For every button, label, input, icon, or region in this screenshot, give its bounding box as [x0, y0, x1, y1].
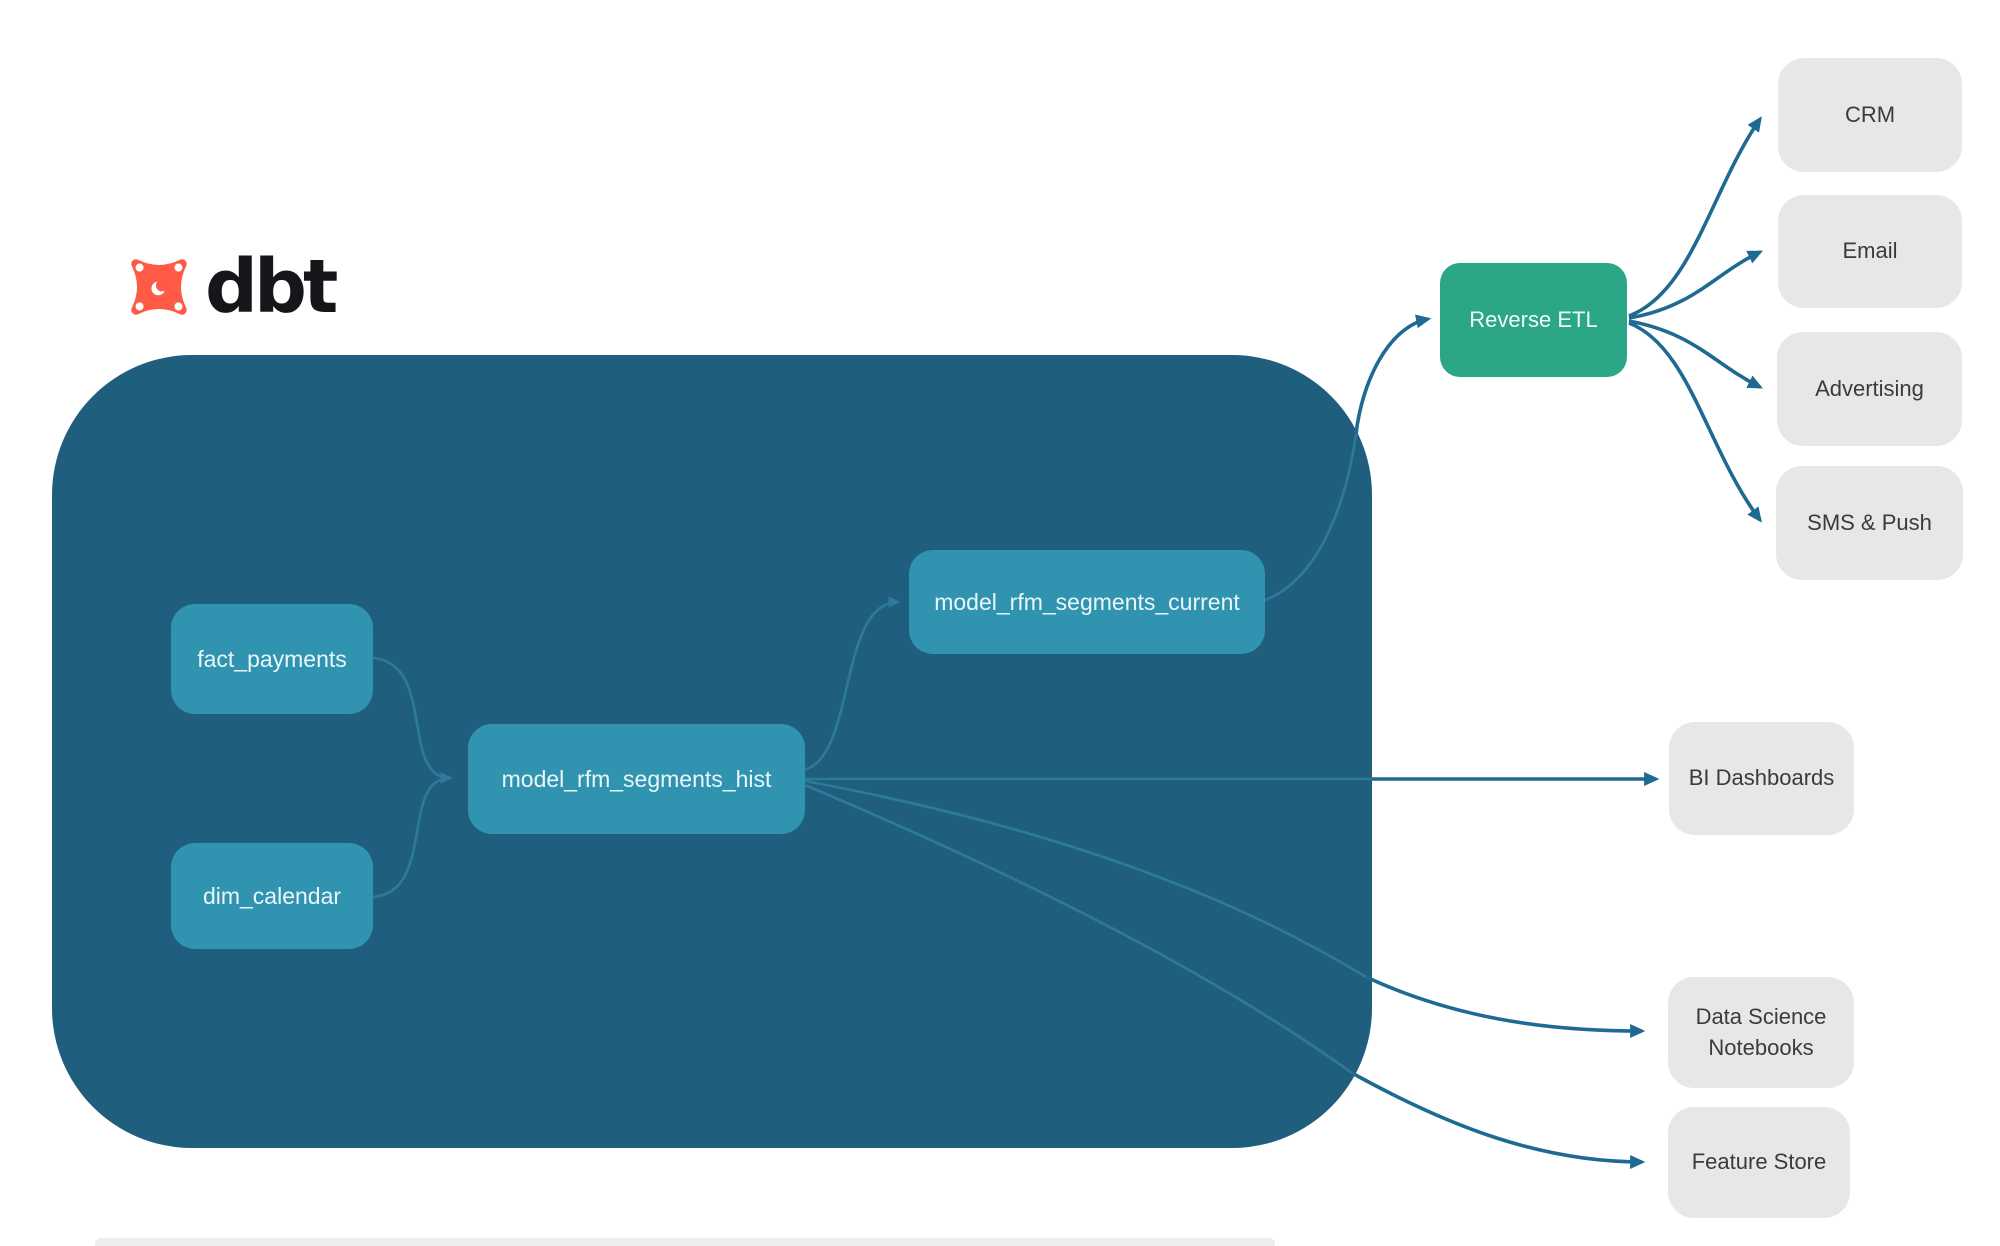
node-bi-dashboards: BI Dashboards: [1669, 722, 1854, 835]
node-feature-store: Feature Store: [1668, 1107, 1850, 1218]
logo-dot-bottom-right: [174, 302, 183, 311]
edge-reverse-etl-to-email: [1628, 250, 1764, 320]
node-data-science-notebooks-label: Data Science Notebooks: [1695, 1003, 1827, 1060]
node-data-science-notebooks: Data Science Notebooks: [1668, 977, 1854, 1088]
node-bi-dashboards-label: BI Dashboards: [1688, 765, 1835, 791]
node-crm-label: CRM: [1844, 101, 1896, 127]
logo-dot-top-right: [174, 263, 183, 272]
node-fact-payments-label: fact_payments: [197, 645, 347, 672]
node-email: Email: [1778, 195, 1962, 308]
edge-boundary-to-reverse-etl: [1354, 314, 1432, 435]
node-sms-push-label: SMS & Push: [1807, 509, 1932, 535]
node-model-rfm-segments-hist: model_rfm_segments_hist: [468, 724, 805, 834]
node-email-label: Email: [1842, 238, 1898, 264]
dbt-wordmark: dbt: [205, 244, 338, 330]
node-fact-payments: fact_payments: [171, 604, 373, 714]
node-sms-push: SMS & Push: [1776, 466, 1963, 580]
logo-dot-bottom-left: [135, 302, 144, 311]
node-model-rfm-segments-hist-label: model_rfm_segments_hist: [501, 765, 772, 792]
node-model-rfm-segments-current: model_rfm_segments_current: [909, 550, 1265, 654]
node-advertising: Advertising: [1777, 332, 1962, 446]
logo-center-moon-cut: [155, 279, 168, 292]
edge-reverse-etl-to-crm: [1628, 116, 1762, 318]
edge-reverse-etl-to-advertising: [1628, 319, 1763, 389]
node-advertising-label: Advertising: [1815, 375, 1924, 401]
node-model-rfm-segments-current-label: model_rfm_segments_current: [934, 588, 1240, 615]
node-reverse-etl: Reverse ETL: [1440, 263, 1627, 377]
node-dim-calendar: dim_calendar: [171, 843, 373, 949]
edge-boundary-to-data-science: [1365, 975, 1646, 1038]
node-feature-store-label: Feature Store: [1691, 1149, 1827, 1175]
node-crm: CRM: [1778, 58, 1962, 172]
edge-reverse-etl-to-sms-push: [1628, 321, 1762, 523]
node-dim-calendar-label: dim_calendar: [202, 882, 342, 909]
dbt-logo-icon: [131, 259, 187, 315]
logo-dot-top-left: [135, 263, 144, 272]
dbt-logo: dbt: [123, 244, 338, 330]
bottom-cropped-band: [95, 1238, 1275, 1246]
edge-boundary-to-feature-store: [1351, 1071, 1646, 1169]
node-reverse-etl-label: Reverse ETL: [1469, 307, 1598, 332]
